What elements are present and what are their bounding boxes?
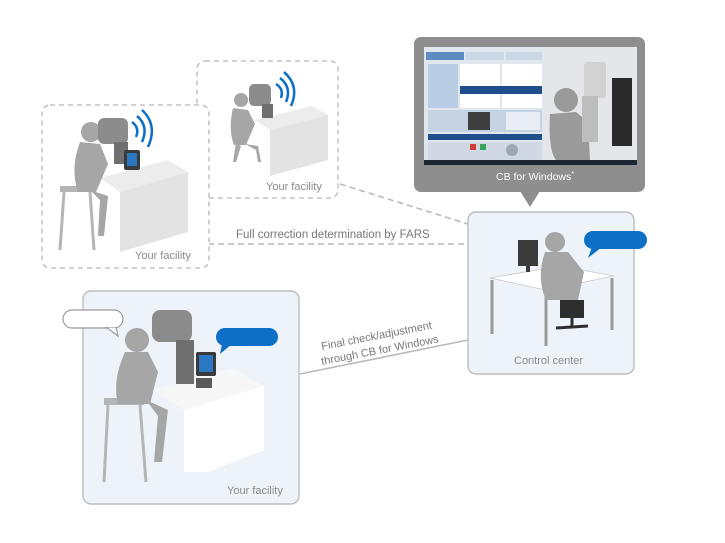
connector-top-facility [339, 183, 469, 225]
facility-bottom-panel [62, 290, 300, 505]
speech-bubble-blue [216, 328, 278, 354]
monitor-caption-trademark: * [571, 171, 574, 178]
monitor-caption-text: CB for Windows [496, 171, 571, 183]
facility-left-label: Your facility [135, 250, 191, 262]
monitor-window [414, 37, 645, 207]
facility-bottom-label: Your facility [227, 485, 283, 497]
speech-bubble-white [62, 309, 124, 338]
control-center-panel [467, 211, 647, 375]
monitor-caption: CB for Windows* [496, 171, 574, 183]
facility-left-panel [41, 104, 210, 269]
fars-connection-label: Full correction determination by FARS [236, 229, 430, 241]
facility-top-panel [196, 60, 339, 199]
connector-bottom-facility [299, 339, 469, 375]
control-center-label: Control center [514, 355, 583, 367]
connector-lines [208, 183, 469, 375]
facility-top-label: Your facility [266, 181, 322, 193]
